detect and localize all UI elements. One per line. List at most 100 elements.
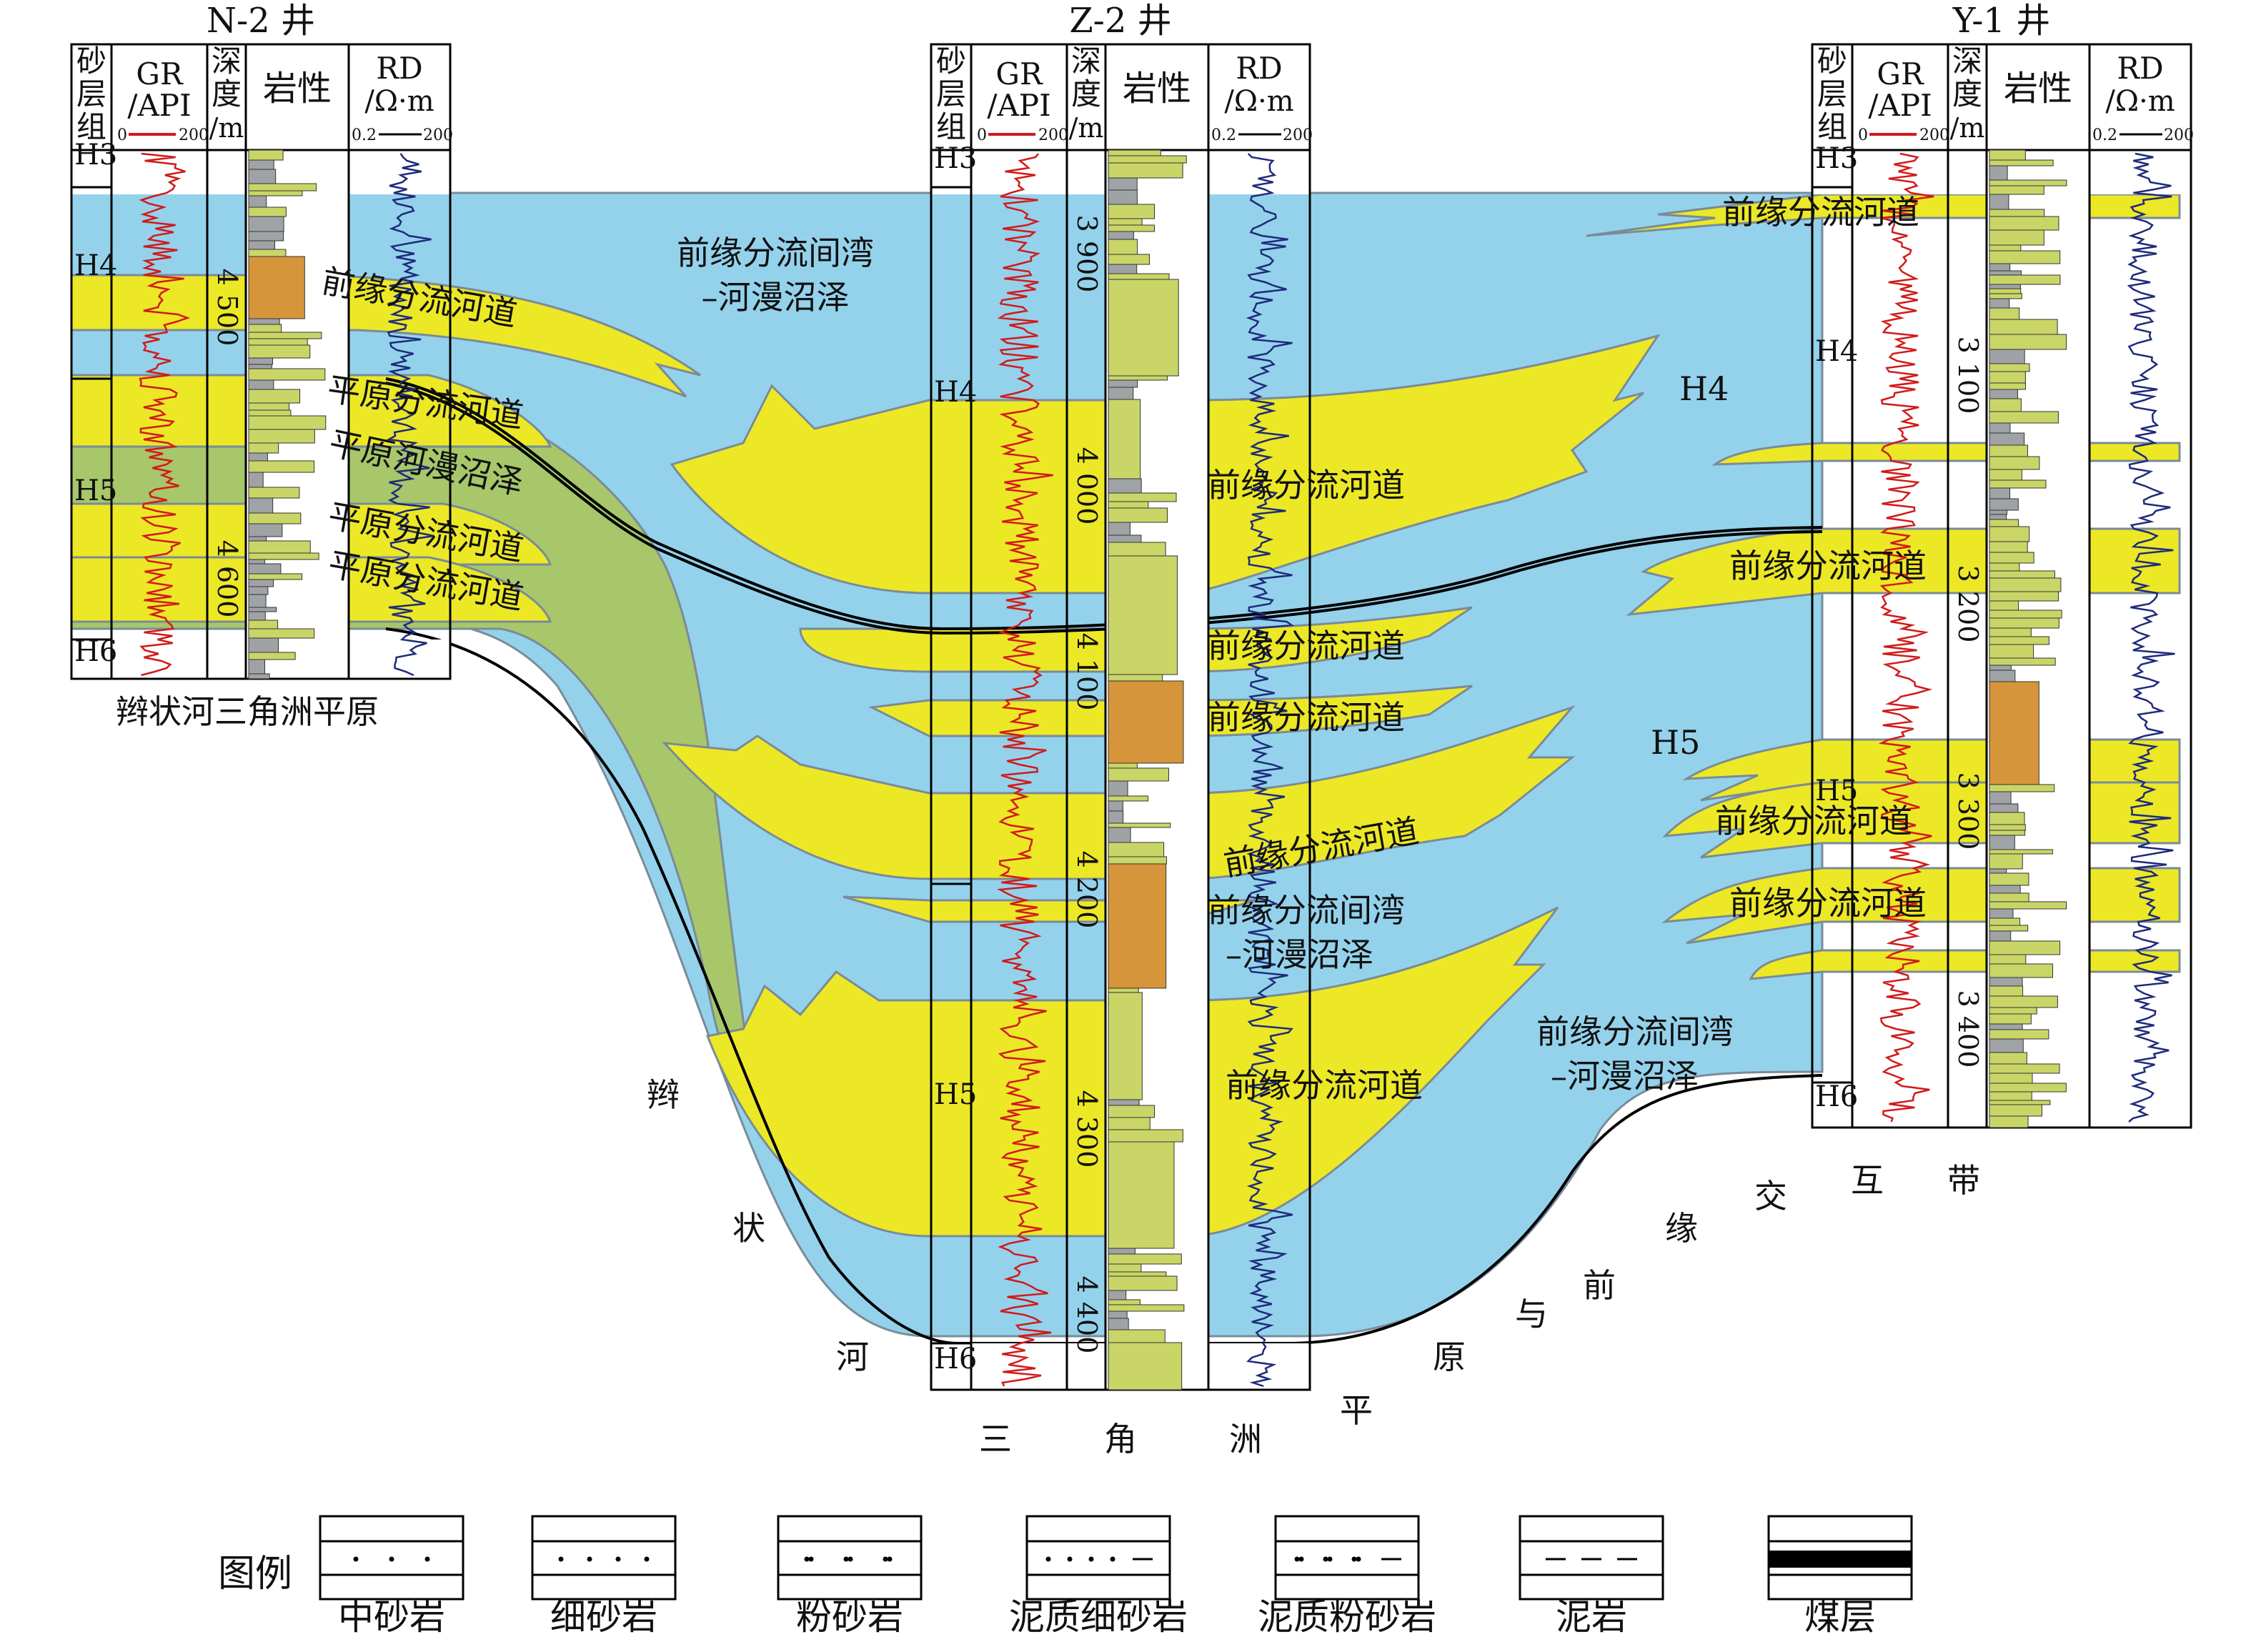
rd-log-curve <box>2127 152 2175 1123</box>
lithology-bed <box>1989 1038 2024 1053</box>
zone-label: H3 <box>934 142 977 175</box>
header-gr-hi: 200 <box>179 126 209 144</box>
header-zone: 组 <box>936 109 966 144</box>
legend-label: 泥质粉砂岩 <box>1258 1596 1436 1638</box>
label-z2-channel-2: 前缘分流河道 <box>1208 698 1405 737</box>
lithology-bed <box>1989 901 2067 910</box>
lithology-bed <box>1989 298 2010 309</box>
lithology-bed <box>1108 375 1168 381</box>
zone-label: H3 <box>1815 142 1858 175</box>
lithology-bed <box>248 364 272 369</box>
header-rd-lo: 0.2 <box>2092 126 2117 144</box>
header-rd-hi: 200 <box>1283 126 1313 144</box>
header-rd-unit: /Ω·m <box>364 85 434 118</box>
lithology-bed <box>1989 784 2055 792</box>
gr-log-curve <box>139 152 191 677</box>
rd-log-curve <box>1246 153 1295 1388</box>
header-depth: 深 <box>1952 44 1982 79</box>
legend-label: 中砂岩 <box>338 1596 445 1638</box>
arc-char: 洲 <box>1229 1420 1262 1458</box>
depth-tick: 4 000 <box>1071 447 1103 525</box>
lithology-bed <box>248 183 317 191</box>
lithology-bed <box>1989 930 2012 942</box>
depth-tick: 4 600 <box>212 540 243 618</box>
header-lithology: 岩性 <box>2004 69 2072 109</box>
legend-item-muddy-siltstone: 泥质粉砂岩 <box>1258 1515 1436 1638</box>
header-gr-unit: /API <box>127 88 191 123</box>
header-zone: 层 <box>76 76 106 111</box>
lithology-bed <box>248 487 300 499</box>
lithology-bed <box>1108 795 1149 802</box>
lithology-bed <box>1989 636 2049 645</box>
lithology-bed <box>1989 288 2022 294</box>
lithology-bed <box>248 149 284 161</box>
lithology-bed <box>1108 822 1171 828</box>
lithology-bed <box>1989 872 2029 886</box>
legend-dot <box>1356 1556 1361 1562</box>
header-depth: /m <box>1069 112 1104 144</box>
lithology-bed <box>248 652 296 660</box>
lithology-bed <box>248 249 287 257</box>
lithology-bed <box>248 637 279 653</box>
lithology-bed <box>248 332 322 339</box>
legend-dot <box>1045 1556 1051 1562</box>
lithology-bed <box>248 409 292 417</box>
arc-char: 互 <box>1851 1161 1884 1200</box>
label-y1-h5-channel-2: 前缘分流河道 <box>1715 802 1912 840</box>
lithology-bed <box>248 338 308 346</box>
lithology-bed <box>248 611 266 621</box>
header-rd-lo: 0.2 <box>1211 126 1236 144</box>
lithology-bed <box>248 240 276 250</box>
legend-item-fine-sandstone: 细砂岩 <box>531 1515 677 1638</box>
header-depth: 深 <box>212 44 242 79</box>
label-z2-interdist: 前缘分流间湾 <box>1208 891 1405 930</box>
lithology-bed <box>1989 665 2012 671</box>
header-gr-hi: 200 <box>1038 126 1068 144</box>
legend-dot <box>1088 1556 1094 1562</box>
zone-label: H6 <box>74 635 117 668</box>
lithology-bed <box>1989 812 2025 825</box>
lithology-bed <box>1108 780 1128 797</box>
lithology-bed <box>1989 411 2059 424</box>
lithology-bed <box>1108 1253 1182 1265</box>
depth-tick: 3 200 <box>1952 565 1984 643</box>
lithology-bed <box>1989 284 2021 289</box>
lithology-bed <box>248 620 279 630</box>
lithology-bed <box>1108 254 1150 265</box>
zone-label: H6 <box>934 1343 977 1375</box>
label-interdist-top: 前缘分流间湾 <box>677 234 874 272</box>
lithology-bed <box>1989 307 2020 320</box>
legend-item-coal: 煤层 <box>1767 1515 1913 1638</box>
lithology-bed <box>1989 1052 2027 1065</box>
lithology-bed <box>1108 478 1142 494</box>
lithology-bed <box>1108 507 1168 523</box>
legend-swatch-frame <box>1519 1515 1664 1601</box>
lithology-bed <box>1108 218 1143 226</box>
legend-swatch-frame <box>1025 1515 1171 1601</box>
depth-tick: 4 100 <box>1071 633 1103 711</box>
lithology-bed <box>1989 319 2058 335</box>
lithology-bed <box>248 415 327 430</box>
lithology-bed <box>1108 492 1177 502</box>
lithology-bed <box>1989 917 2021 926</box>
legend-dot <box>353 1556 359 1562</box>
legend-dot <box>804 1556 810 1562</box>
header-rd-unit: /Ω·m <box>1224 85 1293 118</box>
lithology-bed <box>1989 334 2067 350</box>
legend-title: 图例 <box>218 1553 292 1596</box>
legend-dot <box>1298 1556 1304 1562</box>
lithology-bed <box>248 573 303 580</box>
legend-dot <box>848 1556 853 1562</box>
gr-log-curve <box>997 153 1053 1387</box>
lithology-bed <box>1108 279 1179 377</box>
header-depth: 度 <box>212 76 242 111</box>
label-y1-h3-channel: 前缘分流河道 <box>1722 193 1919 232</box>
legend-label: 煤层 <box>1804 1596 1876 1638</box>
lithology-bed <box>248 195 267 208</box>
lithology-bed <box>1108 379 1138 388</box>
arc-char: 状 <box>732 1209 765 1248</box>
depth-tick: 3 300 <box>1952 772 1984 850</box>
lithology-bed <box>1989 422 2011 434</box>
depth-tick: 4 500 <box>212 269 243 347</box>
lithology-bed <box>1989 398 2022 412</box>
